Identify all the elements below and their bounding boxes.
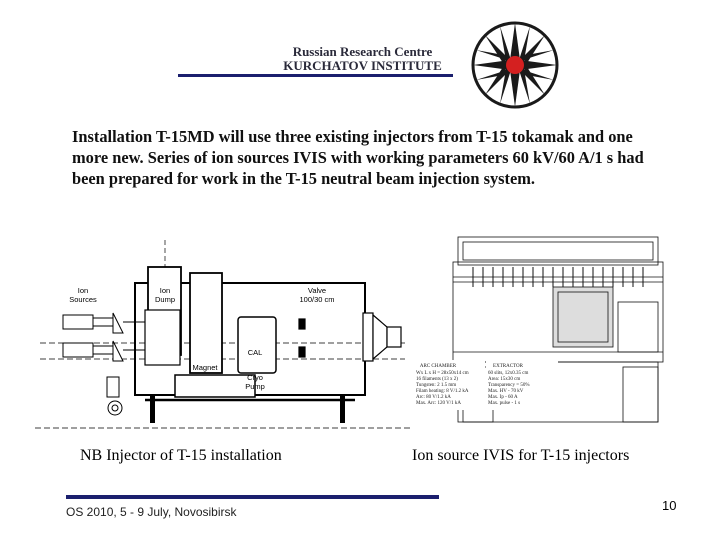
extractor-title: EXTRACTOR	[493, 364, 524, 369]
header-rule	[178, 74, 453, 77]
arc-chamber-line: Arc: 80 V/1.2 kA	[416, 395, 451, 400]
extractor-line: Max. Ip - 60 A	[488, 395, 518, 400]
institute-name-line1: Russian Research Centre	[292, 44, 433, 59]
label-cryo-1: Cryo	[247, 373, 263, 382]
ion-sources-drawing	[62, 312, 145, 362]
page-number: 10	[662, 498, 677, 513]
footer-rule	[66, 495, 439, 499]
arc-chamber-box-bg	[413, 360, 485, 410]
label-cal: CAL	[248, 348, 263, 357]
label-ion-dump-2: Dump	[155, 295, 175, 304]
label-cryo-2: Pump	[245, 382, 265, 391]
nb-injector-diagram: Ion Sources Ion Dump Valve 100/30 cm CAL…	[35, 240, 410, 429]
arc-chamber-line: Wx L x H = 28x50x14 cm	[416, 371, 469, 376]
arc-chamber-line: 16 filaments (13 x 2)	[416, 377, 458, 382]
support-leg-right	[340, 395, 345, 423]
conference-footer: OS 2010, 5 - 9 July, Novosibirsk	[66, 505, 237, 519]
label-magnet: Magnet	[192, 363, 218, 372]
label-ion-dump-1: Ion	[160, 286, 170, 295]
support-leg-left	[150, 395, 155, 423]
caption-ion-source: Ion source IVIS for T-15 injectors	[412, 447, 630, 464]
kurchatov-logo	[471, 21, 559, 109]
arc-chamber-line: Max. Arc: 120 V/1 kA	[416, 401, 461, 406]
extractor-line: Max. HV - 70 kV	[488, 389, 524, 394]
extractor-line: Transparency = 50%	[488, 383, 530, 388]
extractor-line: Max. pulse - 1 s	[488, 401, 520, 406]
label-ion-sources-1: Ion	[78, 286, 88, 295]
institute-name-line2: KURCHATOV INSTITUTE	[283, 58, 442, 73]
magnet-box	[189, 272, 223, 374]
arc-chamber-line: Tungsten: 2 1.5 mm	[416, 383, 456, 388]
arc-chamber-title: ARC CHAMBER	[420, 364, 457, 369]
valve-drawing	[298, 312, 402, 362]
label-valve-2: 100/30 cm	[299, 295, 334, 304]
cryo-pump-box	[174, 374, 256, 398]
extractor-line: 60 slits, 12x0.35 cm	[488, 371, 529, 376]
extractor-box-bg	[486, 360, 558, 410]
ivis-ion-source-drawing: ARC CHAMBER Wx L x H = 28x50x14 cm 16 fi…	[413, 236, 664, 423]
caption-nb-injector: NB Injector of T-15 installation	[80, 447, 282, 464]
label-valve-1: Valve	[308, 286, 326, 295]
calorimeter-box	[237, 316, 277, 374]
neutralizer-box	[144, 309, 181, 366]
intro-paragraph: Installation T-15MD will use three exist…	[72, 127, 644, 188]
arc-chamber-line: Filam heating: 8 V/1.2 kA	[416, 389, 469, 394]
cooling-fins	[472, 267, 644, 287]
label-ion-sources-2: Sources	[69, 295, 97, 304]
extractor-line: Area: 15x30 cm	[488, 377, 520, 382]
roughing-pump-drawing	[106, 376, 123, 416]
